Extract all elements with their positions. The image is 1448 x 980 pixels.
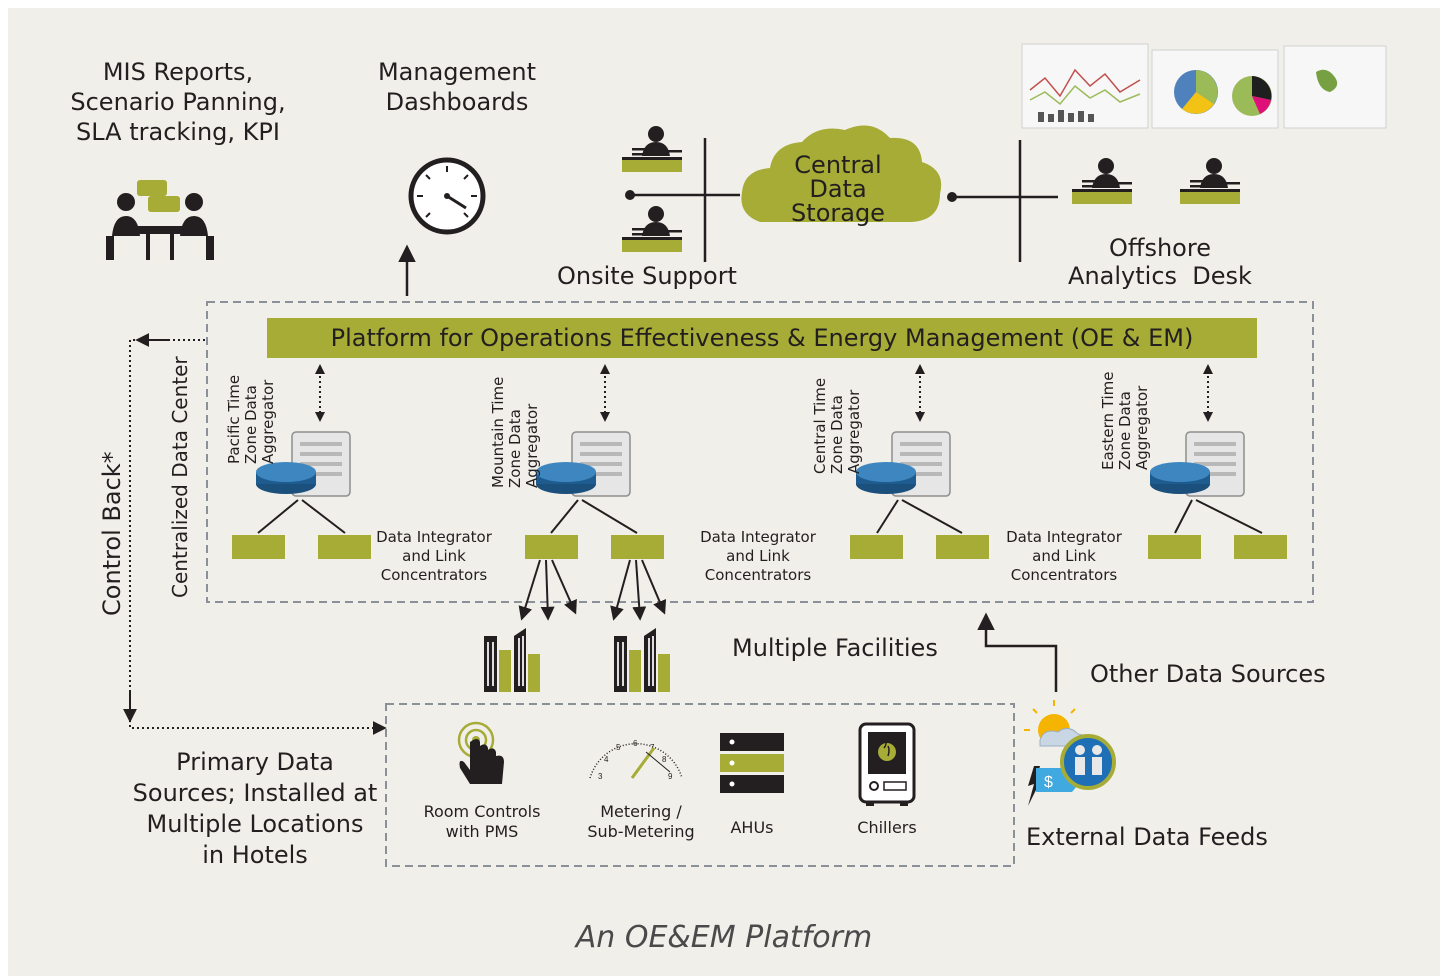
link-box-8 <box>1234 535 1287 559</box>
aggregator-mountain-label: Mountain Time Zone Data Aggregator <box>489 376 541 488</box>
gauge-tick: 9 <box>668 772 673 781</box>
link-box-7 <box>1148 535 1201 559</box>
gauge-tick: 6 <box>633 739 638 748</box>
link-box-3 <box>525 535 578 559</box>
facility-fanout-arrows <box>518 559 667 621</box>
link-box-4 <box>611 535 664 559</box>
aggregator-eastern-label: Eastern Time Zone Data Aggregator <box>1099 371 1151 470</box>
integrator-label-2: Data Integrator and Link Concentrators <box>700 528 816 584</box>
gauge-tick: 4 <box>604 755 609 764</box>
gauge-tick: 8 <box>662 755 667 764</box>
link-box-2 <box>318 535 371 559</box>
gauge-tick: 7 <box>650 743 655 752</box>
other-sources-label: Other Data Sources <box>1090 660 1326 688</box>
aggregator-central-label: Central Time Zone Data Aggregator <box>811 377 863 474</box>
building-group-1 <box>484 628 540 692</box>
diagram-caption: An OE&EM Platform <box>575 920 873 955</box>
control-back-path <box>129 339 387 735</box>
ahus-label: AHUs <box>730 818 774 837</box>
chiller-icon <box>858 722 916 806</box>
other-sources-arrow <box>977 612 1058 692</box>
metering-label: Metering / Sub-Metering <box>587 802 695 841</box>
meter-gauge-icon: 3 4 5 6 7 8 9 <box>589 739 683 781</box>
integrator-label-3: Data Integrator and Link Concentrators <box>1006 528 1122 584</box>
control-back-label: Control Back* <box>98 451 126 616</box>
link-box-1 <box>232 535 285 559</box>
report-thumbnails <box>1021 43 1387 129</box>
primary-sources-boundary <box>385 703 1015 867</box>
central-storage-label: Central Data Storage <box>791 151 885 227</box>
server-central <box>855 431 951 497</box>
room-controls-label: Room Controls with PMS <box>423 802 541 841</box>
external-feeds-label: External Data Feeds <box>1026 823 1268 851</box>
server-mountain <box>535 431 631 497</box>
integrator-label-1: Data Integrator and Link Concentrators <box>376 528 492 584</box>
chillers-label: Chillers <box>857 818 917 837</box>
touch-control-icon <box>457 721 504 784</box>
management-dashboards-label: Management Dashboards <box>377 58 537 116</box>
meeting-icon <box>106 180 214 260</box>
speedometer-icon <box>408 157 486 235</box>
cloud-shape <box>741 125 942 222</box>
link-box-5 <box>850 535 903 559</box>
onsite-desk-1 <box>622 126 682 172</box>
data-center-label: Centralized Data Center <box>168 356 192 598</box>
mis-reports-label: MIS Reports, Scenario Panning, SLA track… <box>70 58 286 146</box>
offshore-node <box>947 192 957 202</box>
building-group-2 <box>614 628 670 692</box>
platform-title: Platform for Operations Effectiveness & … <box>267 318 1257 358</box>
platform-boundary <box>206 301 1314 603</box>
gauge-tick: 5 <box>616 743 621 752</box>
offshore-desk-label: Offshore Analytics Desk <box>1068 234 1252 290</box>
multiple-facilities-label: Multiple Facilities <box>732 634 938 662</box>
aggregator-pacific-label: Pacific Time Zone Data Aggregator <box>225 374 277 464</box>
offshore-desk-2 <box>1180 158 1240 204</box>
onsite-desk-2 <box>622 206 682 252</box>
gauge-tick: 3 <box>598 772 603 781</box>
onsite-node <box>625 190 635 200</box>
onsite-support-label: Onsite Support <box>557 262 737 290</box>
primary-sources-label: Primary Data Sources; Installed at Multi… <box>132 748 378 869</box>
ahu-icon <box>720 733 784 793</box>
svg-text:$: $ <box>1044 774 1053 791</box>
offshore-desk-1 <box>1072 158 1132 204</box>
server-eastern <box>1149 431 1245 497</box>
link-box-6 <box>936 535 989 559</box>
external-feeds-icon: $ <box>1024 700 1116 806</box>
